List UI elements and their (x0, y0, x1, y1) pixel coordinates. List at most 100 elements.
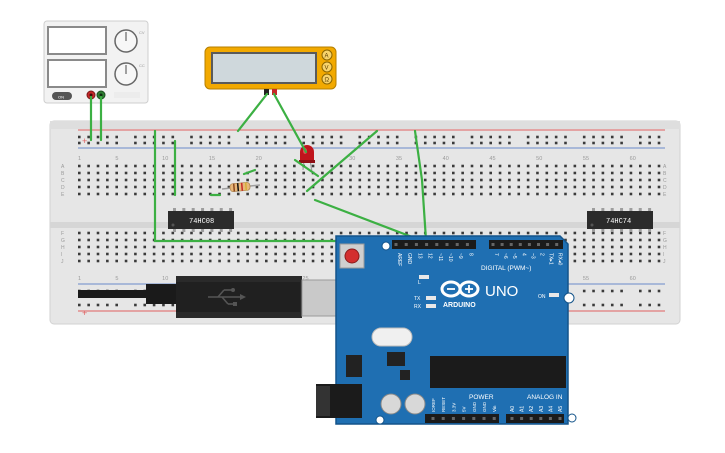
breadboard-hole[interactable] (96, 252, 100, 256)
breadboard-hole[interactable] (601, 231, 605, 235)
breadboard-hole[interactable] (470, 141, 474, 145)
breadboard-hole[interactable] (648, 252, 651, 256)
breadboard-hole[interactable] (592, 135, 595, 139)
breadboard-hole[interactable] (573, 231, 577, 235)
breadboard-hole[interactable] (358, 178, 362, 182)
breadboard-hole[interactable] (498, 185, 502, 189)
breadboard-hole[interactable] (358, 141, 362, 145)
breadboard-hole[interactable] (208, 178, 212, 182)
breadboard-hole[interactable] (452, 192, 455, 196)
breadboard-hole[interactable] (610, 303, 614, 307)
breadboard-hole[interactable] (236, 231, 240, 235)
breadboard-hole[interactable] (526, 164, 530, 168)
breadboard-hole[interactable] (124, 245, 128, 249)
breadboard-hole[interactable] (601, 171, 605, 175)
breadboard-hole[interactable] (470, 135, 474, 139)
breadboard-hole[interactable] (227, 178, 231, 182)
breadboard-hole[interactable] (218, 259, 221, 263)
breadboard-hole[interactable] (601, 245, 605, 249)
breadboard-hole[interactable] (190, 171, 193, 175)
header-socket[interactable] (546, 243, 550, 246)
breadboard-hole[interactable] (367, 164, 371, 168)
breadboard-hole[interactable] (283, 141, 287, 145)
breadboard-hole[interactable] (395, 178, 399, 182)
breadboard-hole[interactable] (199, 141, 203, 145)
breadboard-hole[interactable] (620, 185, 623, 189)
breadboard-hole[interactable] (311, 245, 315, 249)
breadboard-hole[interactable] (498, 141, 502, 145)
breadboard-hole[interactable] (190, 141, 193, 145)
breadboard-hole[interactable] (480, 192, 483, 196)
breadboard-hole[interactable] (302, 185, 305, 189)
breadboard-hole[interactable] (480, 141, 483, 145)
breadboard-hole[interactable] (470, 178, 474, 182)
breadboard-hole[interactable] (199, 164, 203, 168)
breadboard-hole[interactable] (227, 252, 231, 256)
breadboard-hole[interactable] (227, 245, 231, 249)
breadboard-hole[interactable] (639, 185, 642, 189)
breadboard-hole[interactable] (517, 192, 521, 196)
breadboard-hole[interactable] (274, 252, 277, 256)
breadboard-hole[interactable] (592, 303, 595, 307)
breadboard-hole[interactable] (657, 289, 661, 293)
breadboard-hole[interactable] (358, 192, 362, 196)
breadboard-hole[interactable] (283, 192, 287, 196)
breadboard-hole[interactable] (536, 141, 539, 145)
breadboard-hole[interactable] (395, 171, 399, 175)
breadboard-hole[interactable] (162, 135, 165, 139)
breadboard-hole[interactable] (564, 192, 567, 196)
breadboard-hole[interactable] (629, 192, 633, 196)
breadboard-hole[interactable] (517, 231, 521, 235)
breadboard-hole[interactable] (218, 171, 221, 175)
breadboard-hole[interactable] (227, 171, 231, 175)
breadboard-hole[interactable] (526, 141, 530, 145)
breadboard-hole[interactable] (143, 178, 147, 182)
header-socket[interactable] (491, 243, 495, 246)
breadboard-hole[interactable] (134, 303, 137, 307)
breadboard-hole[interactable] (274, 141, 277, 145)
breadboard-hole[interactable] (227, 135, 231, 139)
breadboard-hole[interactable] (227, 164, 231, 168)
breadboard-hole[interactable] (78, 141, 81, 145)
breadboard-hole[interactable] (470, 171, 474, 175)
breadboard-hole[interactable] (199, 171, 203, 175)
breadboard-hole[interactable] (592, 259, 595, 263)
breadboard-hole[interactable] (601, 185, 605, 189)
breadboard-hole[interactable] (96, 259, 100, 263)
breadboard-hole[interactable] (582, 192, 586, 196)
breadboard-hole[interactable] (610, 178, 614, 182)
breadboard-hole[interactable] (648, 192, 651, 196)
breadboard-hole[interactable] (480, 178, 483, 182)
breadboard-hole[interactable] (648, 171, 651, 175)
breadboard-hole[interactable] (283, 164, 287, 168)
breadboard-hole[interactable] (620, 252, 623, 256)
breadboard-hole[interactable] (358, 171, 362, 175)
breadboard-hole[interactable] (218, 231, 221, 235)
breadboard-hole[interactable] (302, 259, 305, 263)
breadboard-hole[interactable] (87, 259, 90, 263)
breadboard-hole[interactable] (302, 231, 305, 235)
breadboard-hole[interactable] (106, 164, 109, 168)
breadboard-hole[interactable] (648, 245, 651, 249)
breadboard-hole[interactable] (162, 192, 165, 196)
breadboard-hole[interactable] (545, 231, 549, 235)
wire-diagonal-lower[interactable] (313, 198, 422, 242)
breadboard-hole[interactable] (367, 192, 371, 196)
breadboard-hole[interactable] (180, 245, 184, 249)
breadboard-hole[interactable] (592, 178, 595, 182)
breadboard-hole[interactable] (573, 171, 577, 175)
breadboard-hole[interactable] (452, 171, 455, 175)
breadboard-hole[interactable] (190, 252, 193, 256)
breadboard-hole[interactable] (87, 192, 90, 196)
breadboard-hole[interactable] (592, 185, 595, 189)
breadboard-hole[interactable] (293, 252, 296, 256)
breadboard-hole[interactable] (489, 135, 492, 139)
breadboard-hole[interactable] (143, 192, 147, 196)
breadboard-hole[interactable] (526, 192, 530, 196)
breadboard-hole[interactable] (171, 164, 175, 168)
breadboard-hole[interactable] (190, 185, 193, 189)
breadboard-hole[interactable] (134, 259, 137, 263)
header-socket[interactable] (414, 243, 418, 246)
